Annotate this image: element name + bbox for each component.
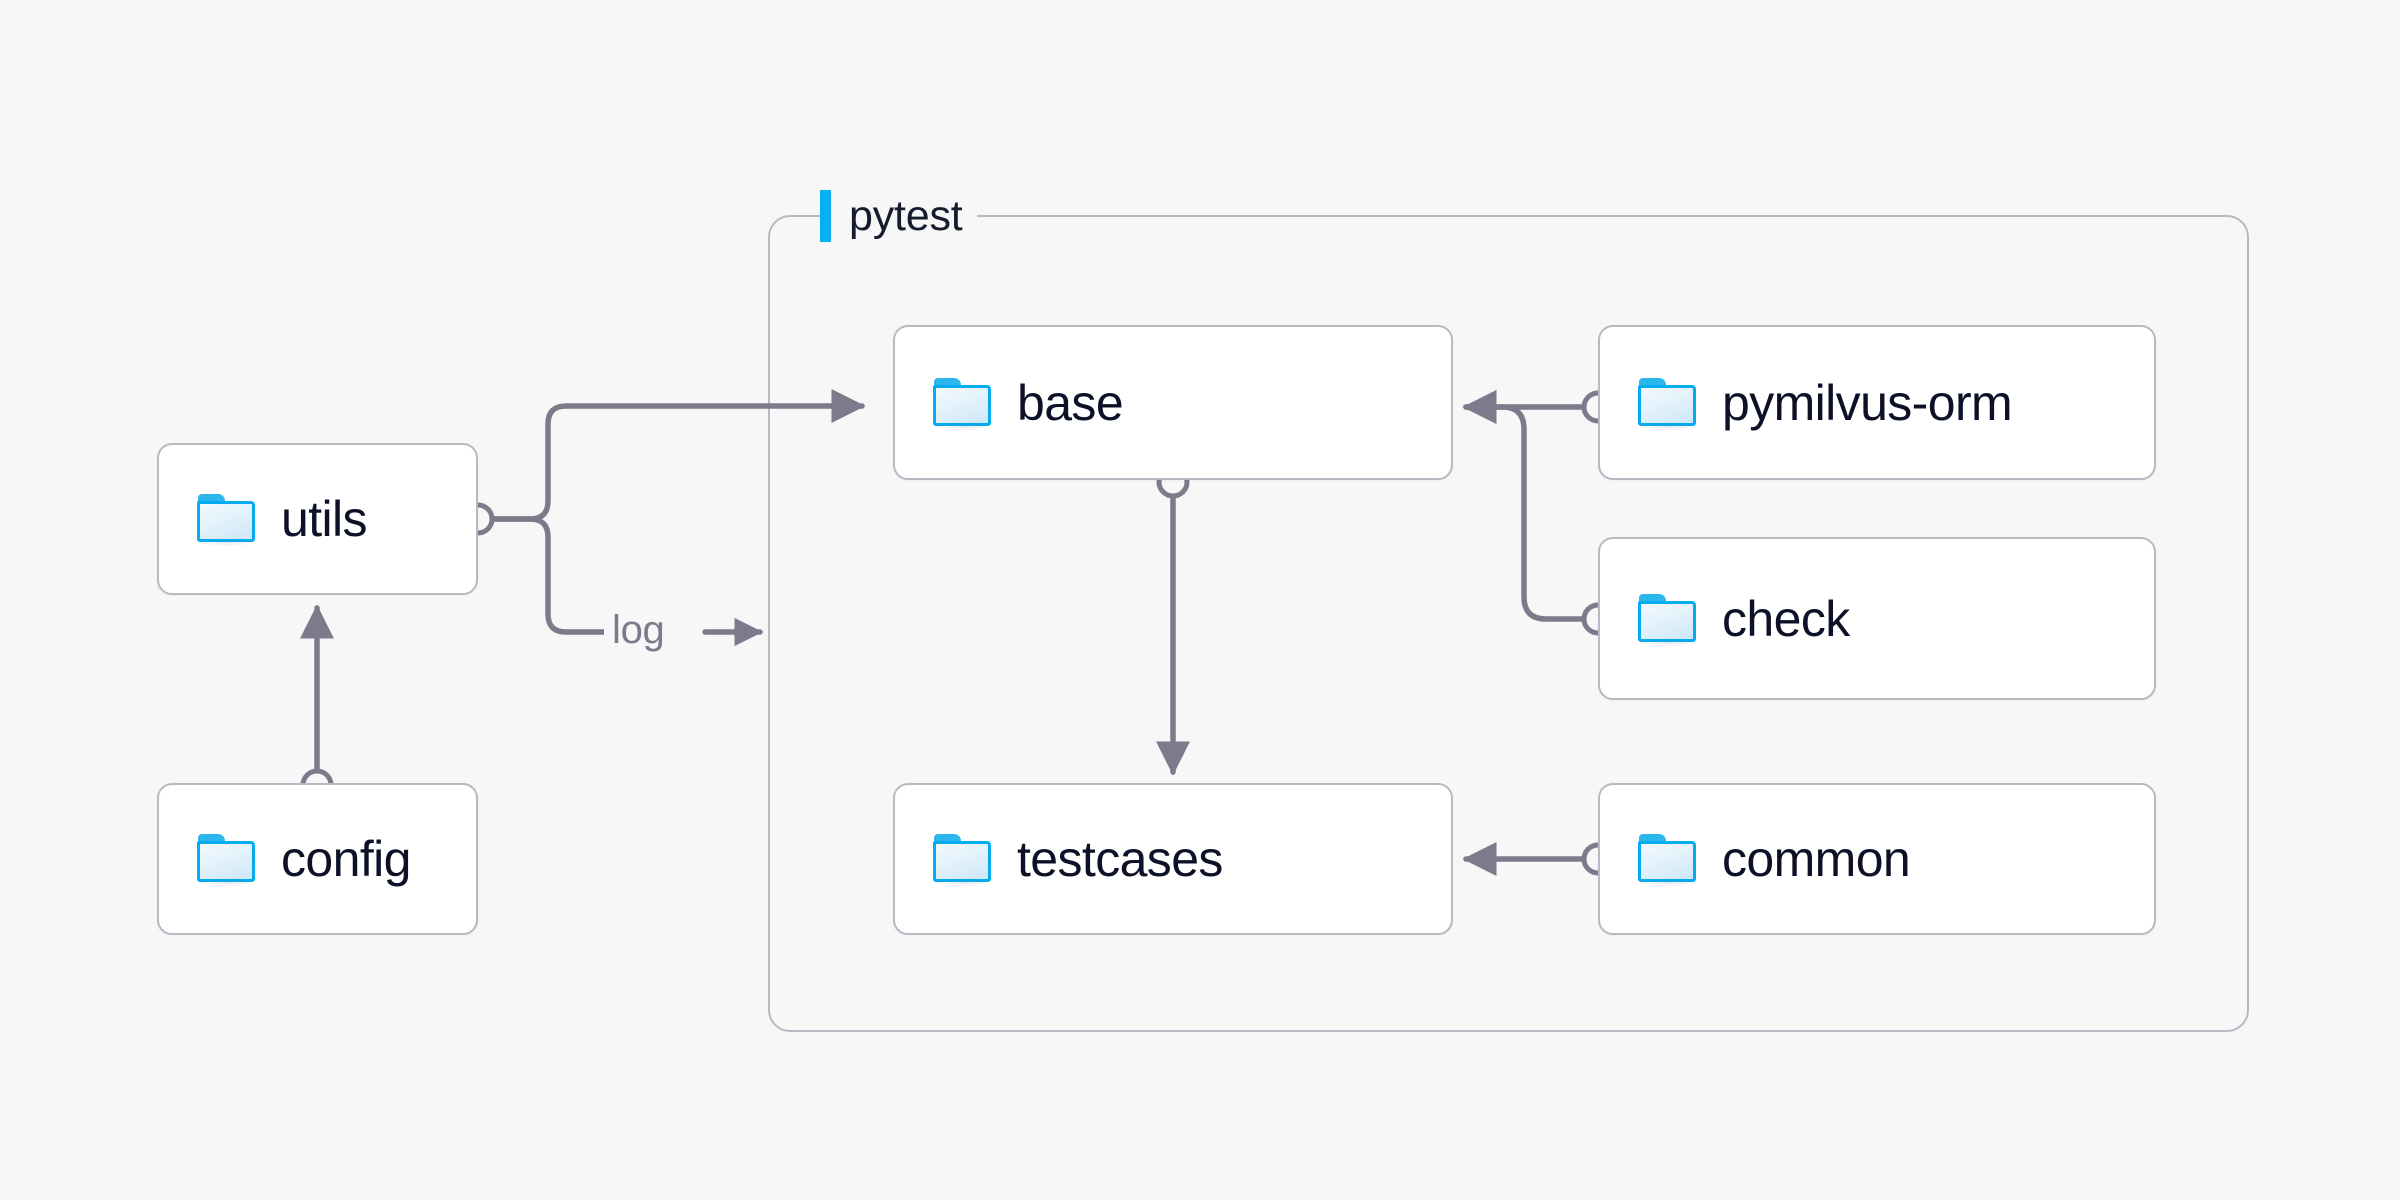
node-pymilvus-orm[interactable]: pymilvus-orm: [1598, 325, 2156, 480]
folder-icon: [1638, 377, 1698, 431]
node-check-label: check: [1722, 590, 1850, 647]
node-check[interactable]: check: [1598, 537, 2156, 700]
folder-icon: [197, 494, 257, 547]
folder-icon: [1638, 593, 1698, 647]
group-pytest[interactable]: [768, 215, 2249, 1032]
node-utils[interactable]: utils: [157, 443, 478, 595]
folder-icon: [933, 834, 993, 887]
accent-bar-icon: [820, 190, 831, 242]
edge-label-log: log: [604, 608, 673, 652]
node-utils-label: utils: [281, 491, 368, 547]
group-pytest-title: pytest: [849, 191, 963, 240]
node-base[interactable]: base: [893, 325, 1453, 480]
node-testcases[interactable]: testcases: [893, 783, 1453, 935]
node-pymilvus-orm-label: pymilvus-orm: [1722, 374, 2013, 431]
edge-utils-to-base: [487, 388, 866, 522]
edge-utils-to-pytest-log: [487, 516, 615, 635]
node-common-label: common: [1722, 831, 1911, 887]
node-testcases-label: testcases: [1017, 831, 1223, 887]
node-base-label: base: [1017, 374, 1124, 431]
folder-icon: [933, 377, 993, 431]
folder-icon: [197, 834, 257, 887]
node-common[interactable]: common: [1598, 783, 2156, 935]
node-config[interactable]: config: [157, 783, 478, 935]
edge-check-to-base: [1462, 389, 1589, 622]
node-config-label: config: [281, 831, 411, 887]
folder-icon: [1638, 834, 1698, 887]
group-pytest-label: pytest: [820, 190, 977, 242]
